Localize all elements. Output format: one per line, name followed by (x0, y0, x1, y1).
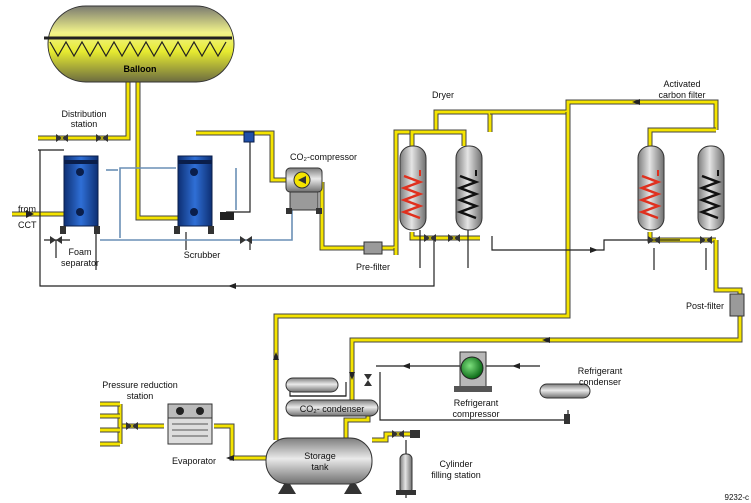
cylinder-filling-label-line2: filling station (431, 470, 481, 480)
storage-tank (265, 437, 373, 494)
carbon-filter-right (697, 145, 725, 231)
activated-carbon-label-line1: Activated (663, 79, 700, 89)
activated-carbon-label-line2: carbon filter (658, 90, 705, 100)
post-filter (729, 293, 745, 317)
refrigerant-condenser (539, 383, 591, 424)
storage-tank-label-line2: tank (311, 462, 329, 472)
cylinder-filling-station (396, 430, 420, 495)
foam-separator (60, 155, 100, 234)
piping (12, 82, 743, 498)
balloon-label: Balloon (124, 64, 157, 74)
scrubber (174, 131, 255, 234)
co2-condenser-label: CO₂- condenser (300, 404, 365, 414)
distribution-station-label-line1: Distribution (61, 109, 106, 119)
pressure-reduction-label-line1: Pressure reduction (102, 380, 178, 390)
co2-compressor-label: CO₂-compressor (290, 152, 357, 162)
dryer-column-right (455, 145, 483, 231)
refrigerant-compressor-label-line1: Refrigerant (454, 398, 499, 408)
co2-condenser (285, 377, 379, 417)
refrigerant-condenser-label-line1: Refrigerant (578, 366, 623, 376)
refrigerant-compressor-label-line2: compressor (452, 409, 499, 419)
balloon-gas-holder: Balloon (44, 5, 235, 83)
distribution-station-label-line2: station (71, 119, 98, 129)
labels: Distribution station from CCT Foam separ… (18, 79, 749, 502)
dryer-column-left (399, 145, 427, 231)
pre-filter (363, 241, 383, 255)
valves (50, 134, 712, 438)
storage-tank-label-line1: Storage (304, 451, 336, 461)
foam-separator-label-line2: separator (61, 258, 99, 268)
scrubber-label: Scrubber (184, 250, 221, 260)
dryer-label: Dryer (432, 90, 454, 100)
post-filter-label: Post-filter (686, 301, 724, 311)
foam-separator-label-line1: Foam (68, 247, 91, 257)
cylinder-filling-label-line1: Cylinder (439, 459, 472, 469)
pre-filter-label: Pre-filter (356, 262, 390, 272)
flow-arrows (26, 99, 640, 461)
pressure-reduction-label-line2: station (127, 391, 154, 401)
from-cct-label-line1: from (18, 204, 36, 214)
refrigerant-compressor (454, 351, 492, 392)
evaporator (167, 403, 213, 445)
from-cct-label-line2: CCT (18, 220, 37, 230)
evaporator-label: Evaporator (172, 456, 216, 466)
co2-compressor (285, 167, 323, 214)
refrigerant-condenser-label-line2: condenser (579, 377, 621, 387)
carbon-filter-left (637, 145, 665, 231)
figure-id-label: 9232-c (725, 493, 749, 502)
